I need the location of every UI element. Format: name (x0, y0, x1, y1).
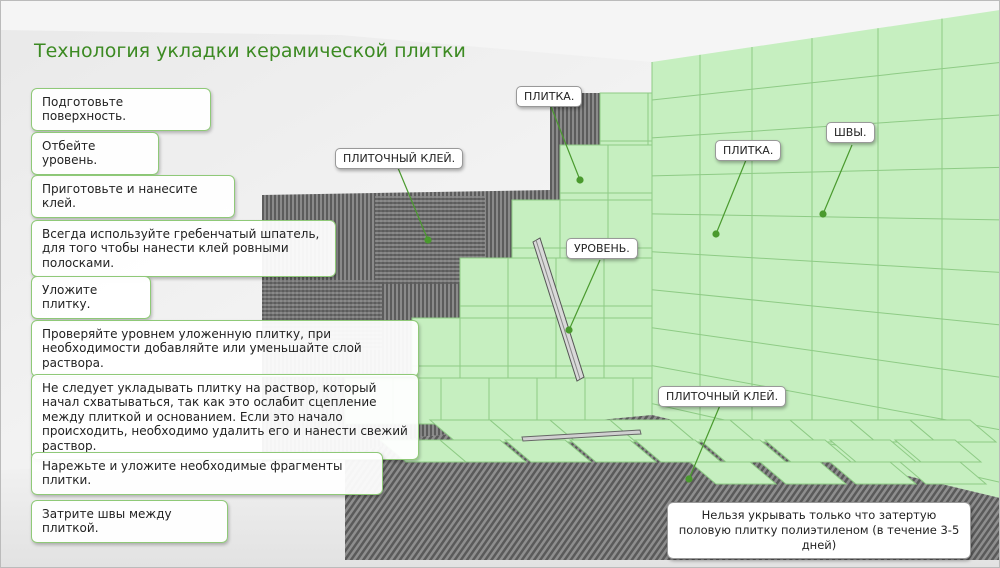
pointer-dot (712, 230, 720, 238)
back-wall-tiles (344, 92, 653, 425)
step-4-notched-trowel: Всегда используйте гребенчатый шпатель, … (31, 220, 336, 278)
pointer-tile-top (549, 103, 581, 181)
label-joints: ШВЫ. (826, 122, 875, 143)
label-level: УРОВЕНЬ. (566, 238, 638, 259)
label-tile-right: ПЛИТКА. (715, 140, 782, 161)
pointer-adhesive-wall (397, 167, 429, 241)
step-6-check-level: Проверяйте уровнем уложенную плитку, при… (31, 320, 419, 378)
label-tile-top: ПЛИТКА. (516, 86, 583, 107)
step-2-mark-level: Отбейте уровень. (31, 132, 159, 175)
pointer-tile-right (715, 159, 747, 235)
pointer-dot (685, 475, 693, 483)
pointer-joints (822, 144, 853, 215)
step-1-prepare-surface: Подготовьте поверхность. (31, 88, 211, 131)
pointer-dot (424, 236, 432, 244)
pointer-level (568, 259, 601, 331)
pointer-dot (565, 326, 573, 334)
pointer-dot (819, 210, 827, 218)
pointer-adhesive-floor (688, 402, 722, 480)
step-9-grout-joints: Затрите швы между плиткой. (31, 500, 228, 543)
step-5-lay-tile: Уложите плитку. (31, 276, 151, 319)
label-adhesive-floor: ПЛИТОЧНЫЙ КЛЕЙ. (658, 386, 787, 407)
floor-spirit-level (521, 429, 642, 442)
pointer-dot (576, 176, 584, 184)
step-8-cut-tiles: Нарежьте и уложите необходимые фрагменты… (31, 452, 383, 495)
page-title: Технология укладки керамической плитки (34, 40, 466, 62)
spirit-level (532, 237, 585, 382)
step-3-apply-adhesive: Приготовьте и нанесите клей. (31, 175, 235, 218)
warning-note: Нельзя укрывать только что затертую поло… (667, 502, 971, 559)
label-adhesive-wall: ПЛИТОЧНЫЙ КЛЕЙ. (335, 148, 464, 169)
step-7-mortar-warning: Не следует укладывать плитку на раствор,… (31, 374, 419, 460)
ceiling (0, 0, 1000, 62)
